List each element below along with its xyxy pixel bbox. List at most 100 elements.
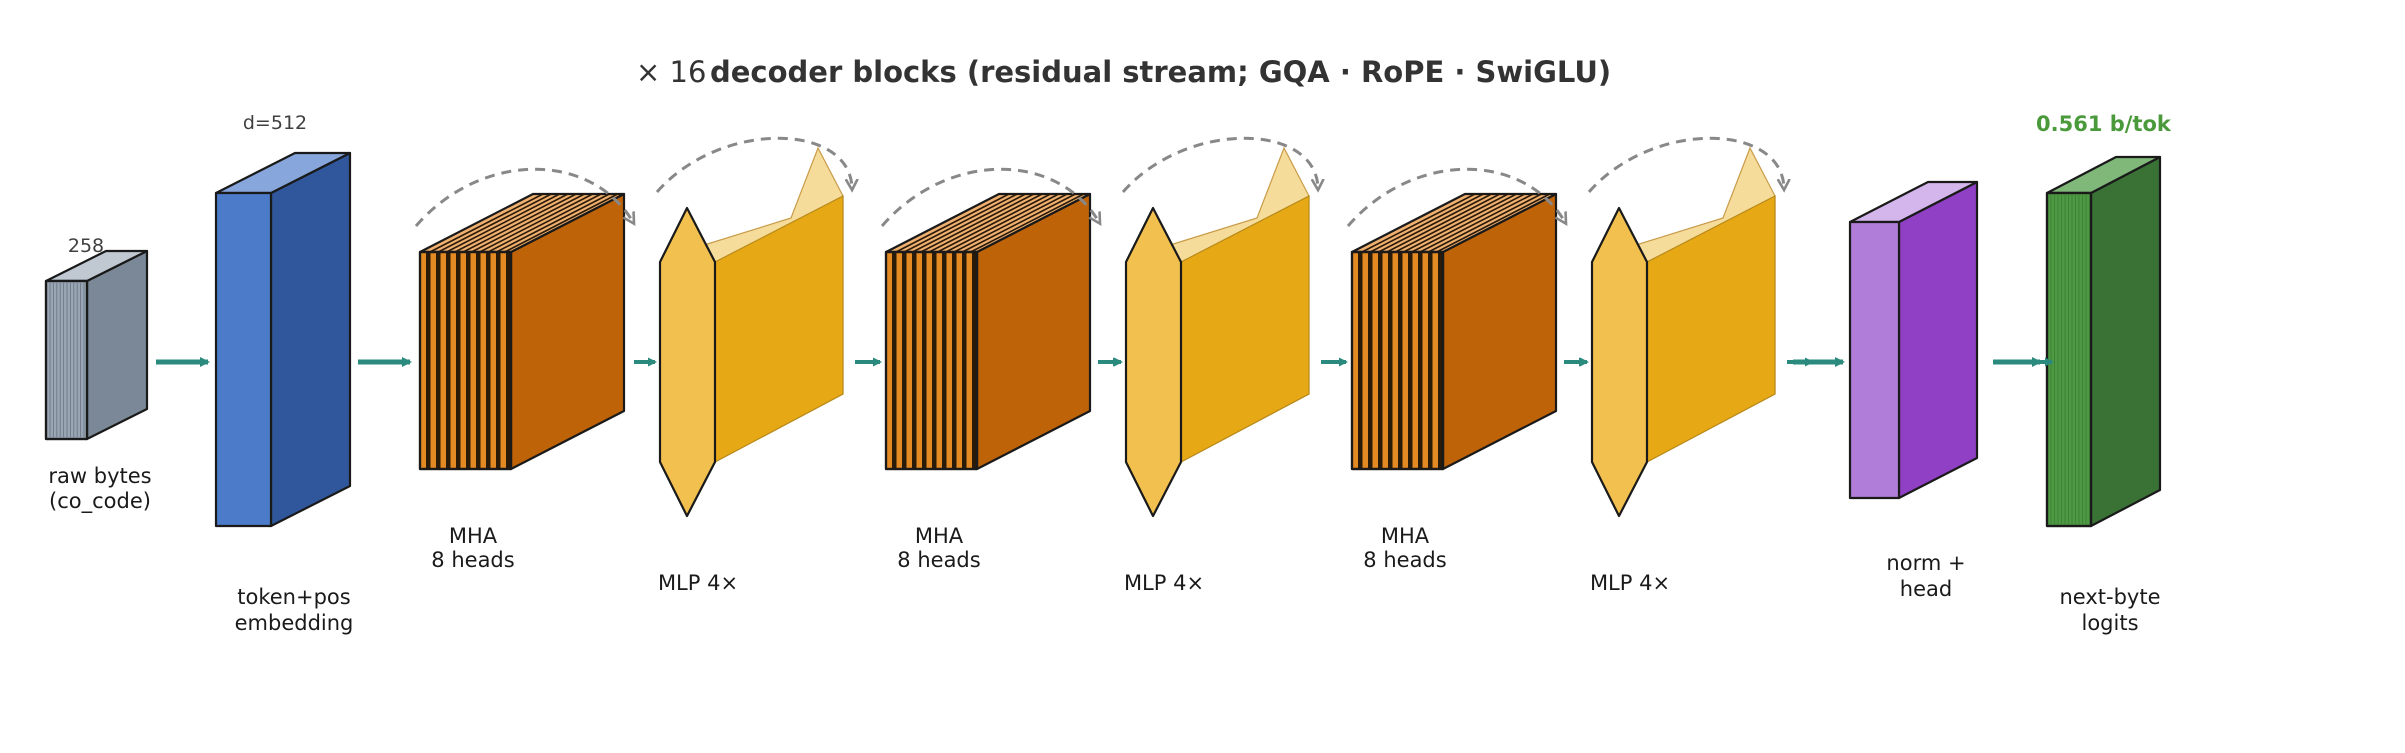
input-outline [44,279,89,441]
attention-top-slice [1361,193,1476,253]
attention-top-slice [437,193,552,253]
attention-top-slice [1436,193,1551,253]
attention-head-stripe [1438,252,1443,469]
attention-top-slice [1428,193,1542,253]
attention-top-slice [479,193,594,253]
mlp-front-face [1590,206,1649,518]
attention-top-slice [953,193,1068,253]
attention-head-stripe [486,252,491,469]
attention-top-slice [945,193,1060,253]
output-label-line1: next-byte [2059,585,2160,609]
norm-label-line2: head [1900,577,1952,601]
attention-head-stripe [1398,252,1403,469]
attention-top-slice [471,193,585,253]
metric-bits-per-token: 0.561 b/tok [2036,112,2172,136]
attention-head-stripe [426,252,431,469]
attention-top-slice [962,193,1076,253]
title-multiplier: × 16 [636,55,706,89]
page-title: decoder blocks (residual stream; GQA · R… [710,55,1611,89]
attention-head-stripe [1408,252,1413,469]
attention-head-stripe [912,252,917,469]
embedding-label-line2: embedding [235,611,354,635]
attention-top-slice [928,193,1043,253]
residual-skip-arc [414,167,633,227]
residual-skip-arc [1121,136,1318,193]
attention-head-stripe [1378,252,1383,469]
attention-head-stripe [496,252,501,469]
input-block [44,249,149,441]
attention-head-stripe [1358,252,1363,469]
attention-head-stripe [942,252,947,469]
attention-head-stripe [892,252,897,469]
attention-label-line2: 8 heads [897,548,980,572]
attention-head-stripe [922,252,927,469]
embedding-block [214,151,352,528]
attention-label-line2: 8 heads [1363,548,1446,572]
attention-top-slice [462,193,577,253]
attention-head-stripe [436,252,441,469]
attention-top-slice [504,193,619,253]
attention-top-slice [1419,193,1534,253]
residual-skip-arc [1346,167,1565,227]
attention-label-line1: MHA [915,524,964,548]
output-logits-block [2045,155,2162,528]
attention-head-stripe [446,252,451,469]
attention-outline [1350,250,1445,471]
attention-label-line2: 8 heads [431,548,514,572]
attention-head-stripe [972,252,977,469]
attention-top-slice [1394,193,1509,253]
mlp-front-face [1124,206,1183,518]
attention-top-slice [1369,193,1484,253]
attention-top-slice [920,193,1035,253]
attention-head-stripe [476,252,481,469]
attention-label-line1: MHA [1381,524,1430,548]
mlp-label: MLP 4× [1590,571,1670,595]
attention-top-slice [912,193,1026,253]
residual-skip-arc [655,136,852,193]
input-label-line1: raw bytes [48,464,151,488]
attention-top-slice [937,193,1051,253]
attention-head-stripe [1428,252,1433,469]
norm-label-line1: norm + [1886,551,1965,575]
attention-top-slice [903,193,1018,253]
attention-label-line1: MHA [449,524,498,548]
output-label-line2: logits [2081,611,2138,635]
mlp-front-face [658,206,717,518]
output-front-face [2045,191,2093,528]
embedding-dim-label: d=512 [243,112,307,134]
embedding-front-face [214,191,273,528]
attention-top-slice [1386,193,1501,253]
attention-top-slice [429,193,544,253]
input-label-line2: (co_code) [49,489,151,514]
attention-head-stripe [506,252,511,469]
attention-head-stripe [962,252,967,469]
attention-top-slice [1403,193,1517,253]
attention-top-slice [1378,193,1492,253]
norm-front-face [1848,220,1901,500]
attention-head-stripe [952,252,957,469]
mlp-label: MLP 4× [658,571,738,595]
attention-top-slice [487,193,602,253]
attention-head-stripe [932,252,937,469]
attention-head-stripe [456,252,461,469]
attention-outline [884,250,979,471]
mlp-label: MLP 4× [1124,571,1204,595]
attention-head-stripe [1368,252,1373,469]
attention-top-slice [446,193,560,253]
attention-head-stripe [466,252,471,469]
attention-outline [418,250,513,471]
attention-top-slice [970,193,1085,253]
attention-top-slice [1411,193,1526,253]
attention-head-stripe [902,252,907,469]
residual-skip-arc [1587,136,1784,193]
norm-side-face [1897,180,1979,500]
embedding-label-line1: token+pos [237,585,350,609]
embedding-side-face [269,151,352,528]
output-side-face [2089,155,2162,528]
attention-top-slice [496,193,610,253]
